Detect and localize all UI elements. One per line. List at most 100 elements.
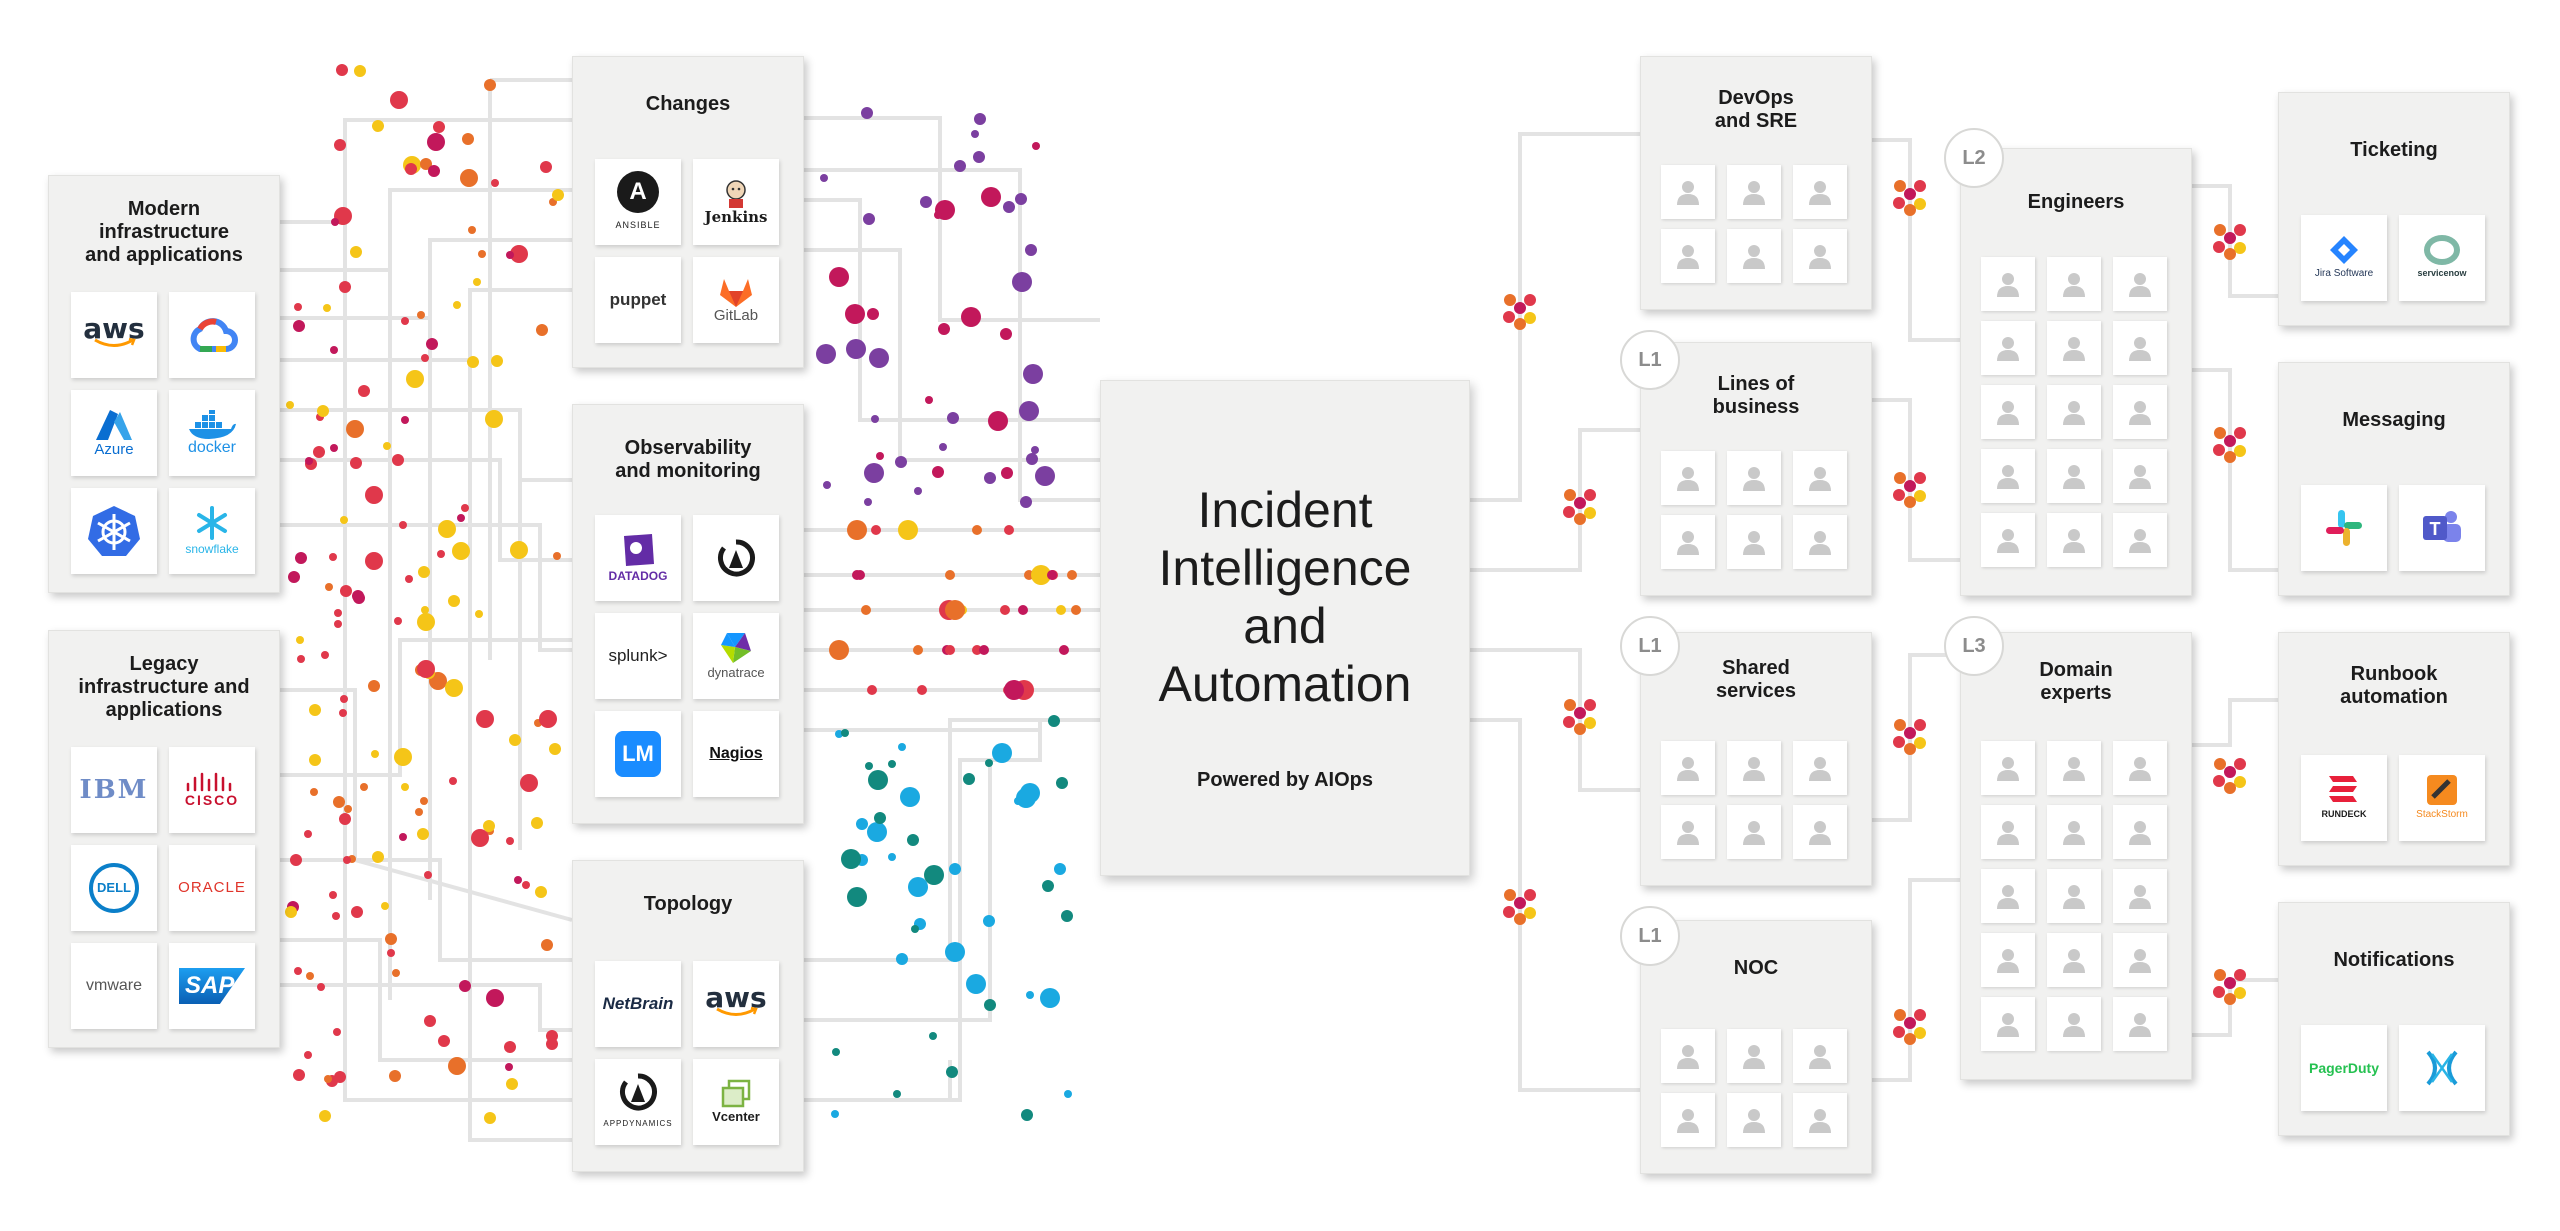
- signal-dot: [1025, 244, 1037, 256]
- signal-dot: [399, 833, 407, 841]
- connector-line: [804, 248, 1100, 462]
- signal-dot: [1584, 717, 1596, 729]
- ibm-logo-tile: IBM: [71, 747, 157, 833]
- azure-icon: [96, 410, 132, 440]
- connector-line: [1470, 718, 1640, 1092]
- person-avatar-icon: [2047, 933, 2101, 987]
- signal-dot: [984, 999, 996, 1011]
- signal-dot: [2213, 986, 2225, 998]
- signal-dot: [949, 863, 961, 875]
- person-avatar-icon: [1981, 513, 2035, 567]
- connector-line: [280, 118, 572, 224]
- signal-dot: [323, 304, 331, 312]
- signal-dot: [973, 151, 985, 163]
- signal-dot: [540, 161, 552, 173]
- signal-dot: [1894, 180, 1906, 192]
- google-cloud-icon: [190, 318, 238, 352]
- signal-dot: [2224, 993, 2236, 1005]
- changes-panel: Changes A ANSIBLE Jenkins puppet GitLab: [572, 56, 804, 368]
- signal-dot: [1514, 897, 1526, 909]
- connector-line: [1872, 878, 1960, 1082]
- signal-dot: [449, 777, 457, 785]
- signal-dot: [468, 226, 476, 234]
- jenkins-label: Jenkins: [704, 208, 768, 226]
- signal-dot: [934, 211, 942, 219]
- signal-dot: [350, 246, 362, 258]
- signal-dot: [339, 813, 351, 825]
- person-avatar-icon: [1661, 165, 1715, 219]
- signal-dot: [467, 356, 479, 368]
- signal-dot: [459, 980, 471, 992]
- person-avatar-icon: [1981, 385, 2035, 439]
- person-avatar-icon: [1661, 515, 1715, 569]
- signal-dot: [1018, 605, 1028, 615]
- signal-dot: [895, 456, 907, 468]
- appdynamics-logo-tile: [693, 515, 779, 601]
- signal-dot: [448, 595, 460, 607]
- signal-dot: [346, 420, 364, 438]
- signal-dot: [552, 189, 564, 201]
- signal-dot: [847, 887, 867, 907]
- person-avatar-icon: [1727, 1093, 1781, 1147]
- signal-dot: [1914, 180, 1926, 192]
- xmatters-logo-tile: [2399, 1025, 2485, 1111]
- signal-dot: [478, 250, 486, 258]
- signal-dot: [1061, 910, 1073, 922]
- person-avatar-icon: [1727, 1029, 1781, 1083]
- person-avatar-icon: [2113, 869, 2167, 923]
- signal-dot: [2224, 248, 2236, 260]
- signal-dot: [869, 348, 889, 368]
- team-devops-title: DevOps and SRE: [1714, 87, 1798, 132]
- signal-dot: [1563, 506, 1575, 518]
- signal-dot: [330, 444, 338, 452]
- signal-dot: [867, 685, 877, 695]
- vcenter-icon: [721, 1079, 751, 1108]
- sap-logo-tile: SAP: [169, 943, 255, 1029]
- noc-level-badge: L1: [1620, 906, 1680, 966]
- signal-dot: [535, 886, 547, 898]
- signal-dot: [2224, 977, 2236, 989]
- signal-dot: [339, 281, 351, 293]
- team-engineers: Engineers: [1960, 148, 2192, 596]
- signal-dot: [1524, 312, 1536, 324]
- signal-dot: [333, 796, 345, 808]
- signal-dot: [344, 805, 352, 813]
- jira-logo-tile: Jira Software: [2301, 215, 2387, 301]
- signal-dot: [841, 849, 861, 869]
- signal-dot: [333, 1028, 341, 1036]
- signal-dot: [1001, 467, 1013, 479]
- person-avatar-icon: [1981, 321, 2035, 375]
- legacy-infrastructure-panel: Legacy infrastructure and applications I…: [48, 630, 280, 1048]
- signal-dot: [983, 915, 995, 927]
- connector-line: [1872, 138, 1960, 342]
- signal-dot: [2213, 241, 2225, 253]
- signal-dot: [285, 906, 297, 918]
- signal-dot: [460, 169, 478, 187]
- signal-dot: [1574, 707, 1586, 719]
- signal-dot: [1904, 496, 1916, 508]
- signal-dot: [350, 457, 362, 469]
- connector-line: [804, 760, 992, 1022]
- azure-logo-tile: Azure: [71, 390, 157, 476]
- signal-dot: [372, 851, 384, 863]
- rundeck-logo-tile: RUNDECK: [2301, 755, 2387, 841]
- vcenter-logo-tile: Vcenter: [693, 1059, 779, 1145]
- signal-dot: [1904, 480, 1916, 492]
- oracle-logo-tile: ORACLE: [169, 845, 255, 931]
- signal-dot: [520, 774, 538, 792]
- signal-dot: [1504, 889, 1516, 901]
- docker-whale-icon: [189, 410, 236, 439]
- xmatters-icon: [2426, 1050, 2458, 1086]
- signal-dot: [491, 355, 503, 367]
- aws-topology-logo-tile: aws: [693, 961, 779, 1047]
- signal-dot: [1059, 645, 1069, 655]
- signal-dot: [871, 415, 879, 423]
- signal-dot: [352, 590, 364, 602]
- appdynamics-topology-logo-tile: APPDYNAMICS: [595, 1059, 681, 1145]
- person-avatar-icon: [2113, 449, 2167, 503]
- signal-dot: [2234, 758, 2246, 770]
- signal-dot: [334, 1071, 346, 1083]
- svg-text:T: T: [2430, 519, 2441, 539]
- connector-line: [280, 638, 572, 777]
